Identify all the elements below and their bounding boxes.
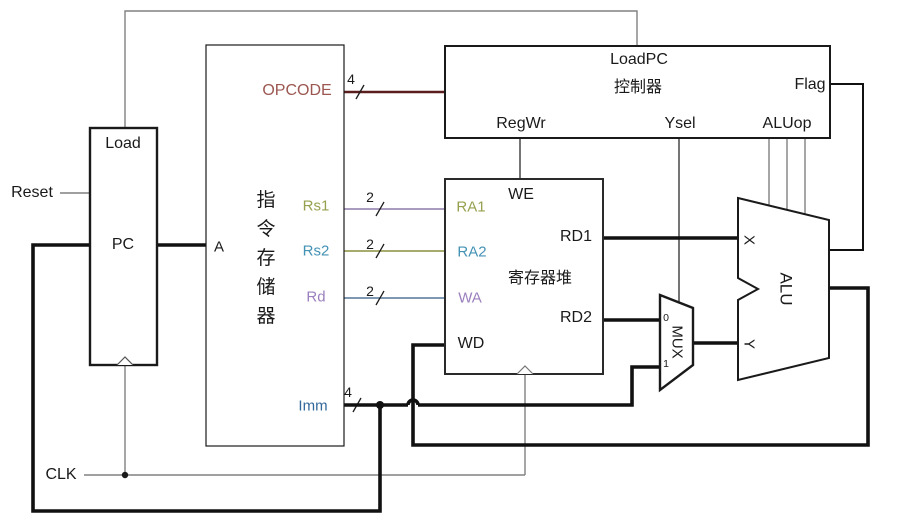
pc-title: PC [111,236,135,253]
rf-port-ra1: RA1 [456,198,486,216]
bus-slashes [352,84,385,413]
controller-title: 控制器 [613,79,663,96]
slash-rd [375,290,385,306]
im-port-rs2: Rs2 [302,242,330,260]
controller-port-aluop: ALUop [762,115,812,132]
bus-width-imm: 4 [344,384,352,400]
wire-alu-out-to-wd [411,286,870,447]
bus-width-rd: 2 [366,283,374,299]
rf-port-we: WE [508,186,534,203]
slash-rs2 [375,243,385,259]
controller-block [444,45,831,139]
clk-label: CLK [45,466,77,483]
im-port-imm: Imm [298,397,328,415]
slash-opcode [355,84,365,100]
alu-port-x: X [740,234,758,246]
controller-port-loadpc: LoadPC [610,51,668,68]
alu-title: ALU [776,272,796,306]
bus-width-opcode: 4 [347,71,355,87]
wire-clk [84,366,526,476]
pc-clock-triangle-icon [116,356,134,366]
rf-port-rd1: RD1 [559,228,593,245]
im-port-opcode: OPCODE [262,82,332,99]
control-wires [60,10,806,476]
rf-port-ra2: RA2 [457,243,487,261]
wire-loadpc [124,10,638,128]
mux-title: MUX [668,325,686,359]
junction-dot-clk [121,471,129,479]
wire-flag [829,83,864,251]
slash-rs1 [375,201,385,217]
control-wires-dark [519,138,680,302]
controller-port-ysel: Ysel [664,115,696,132]
controller-port-regwr: RegWr [496,115,546,132]
rf-port-rd2: RD2 [559,309,593,326]
mux-block [658,293,695,393]
bus-width-rs1: 2 [366,189,374,205]
junction-dot-imm [376,401,384,409]
rf-port-wa: WA [458,289,482,307]
mux-input0-label: 0 [663,311,669,324]
pc-load-port-label: Load [105,135,141,152]
register-file-title: 寄存器堆 [507,270,573,287]
wire-aluop [768,138,806,215]
wire-imm-to-pc-feedback [31,243,382,513]
mux-input1-label: 1 [663,357,669,370]
im-port-rd: Rd [306,288,326,306]
instruction-memory-block [205,44,345,447]
im-port-a: A [213,238,225,256]
pc-block [88,126,159,367]
instruction-memory-title: 指令存储器 [256,190,276,327]
register-file-block [444,178,604,375]
controller-port-flag: Flag [794,76,826,93]
regfile-clock-triangle-icon [516,365,534,375]
rf-port-wd: WD [457,335,485,352]
im-port-rs1: Rs1 [302,197,330,215]
bus-width-rs2: 2 [366,236,374,252]
alu-port-y: Y [740,338,758,350]
reset-label: Reset [11,184,53,201]
alu-block [737,196,830,382]
